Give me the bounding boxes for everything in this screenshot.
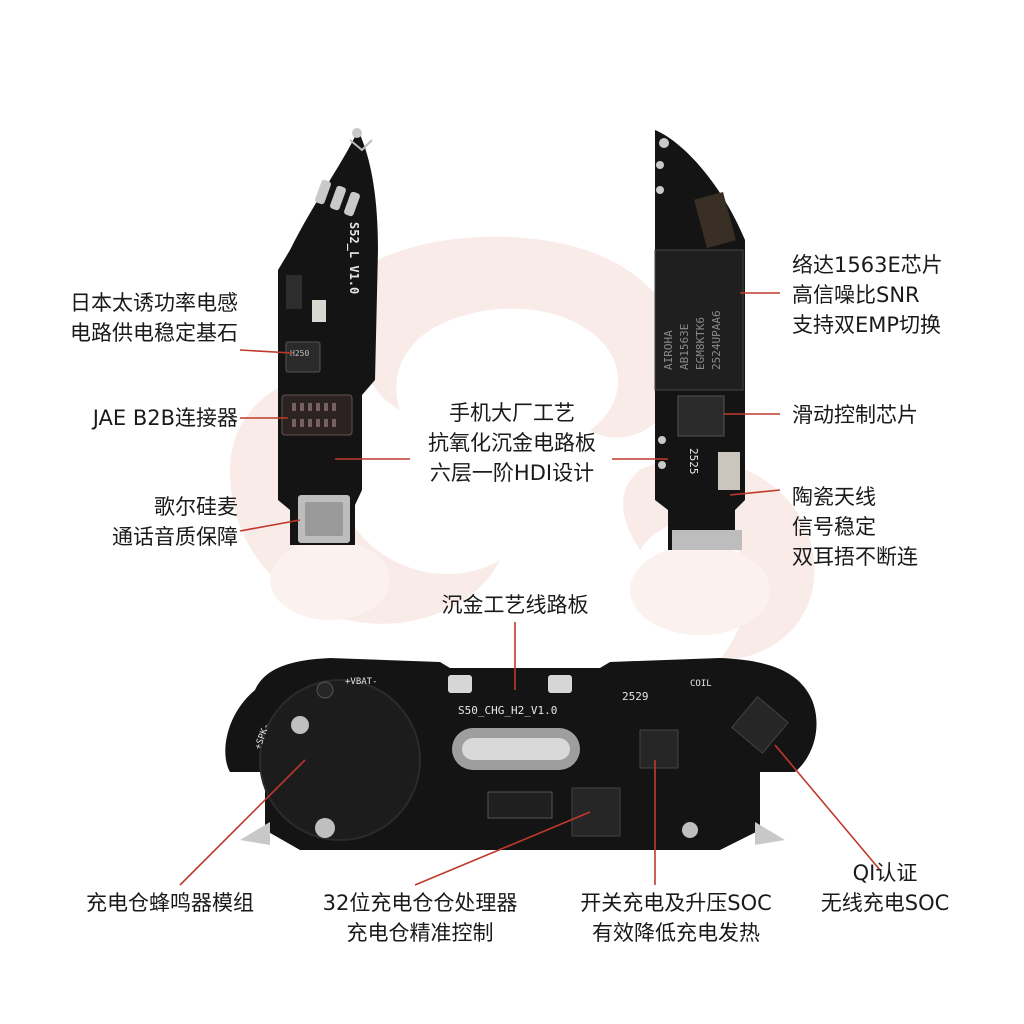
left-earbud-pcb: H250 S52_L V1.0 <box>278 128 378 545</box>
slide-chip-label: 滑动控制芯片 <box>792 403 918 427</box>
coil-silk: COIL <box>690 679 712 689</box>
bottom-board-silk: S50_CHG_H2_V1.0 <box>458 704 557 717</box>
chip-silk-4: 2524UPAA6 <box>710 310 723 370</box>
soc-label: 开关充电及升压SOC 有效降低充电发热 <box>580 891 772 945</box>
right-earbud-pcb: AIROHA AB1563E EGM8KTK6 2524UPAA6 2525 <box>654 130 745 550</box>
charging-case-pcb: S50_CHG_H2_V1.0 +VBAT- +SPK- COIL 2529 <box>225 658 817 850</box>
mic-label: 歌尔硅麦 通话音质保障 <box>112 495 238 549</box>
left-board-silk: S52_L V1.0 <box>346 222 361 294</box>
vbat-silk: +VBAT- <box>345 677 378 687</box>
buzzer-label: 充电仓蜂鸣器模组 <box>86 891 254 915</box>
right-num-silk: 2525 <box>687 448 700 475</box>
process-label: 手机大厂工艺 抗氧化沉金电路板 六层一阶HDI设计 <box>428 401 596 485</box>
inductor-label: 日本太诱功率电感 电路供电稳定基石 <box>70 291 238 345</box>
leader-lines <box>179 292 881 886</box>
bottom-num-silk: 2529 <box>622 690 649 703</box>
mcu-label: 32位充电仓仓处理器 充电仓精准控制 <box>322 891 518 945</box>
gold-board-label: 沉金工艺线路板 <box>441 593 589 617</box>
chip-silk-2: AB1563E <box>678 324 691 370</box>
qi-label: QI认证 无线充电SOC <box>820 861 950 915</box>
chip-label: 络达1563E芯片 高信噪比SNR 支持双EMP切换 <box>792 253 943 337</box>
chip-silk-1: AIROHA <box>662 330 675 370</box>
antenna-label: 陶瓷天线 信号稳定 双耳捂不断连 <box>792 485 918 569</box>
chip-silk-3: EGM8KTK6 <box>694 317 707 370</box>
inductor-mark: H250 <box>290 349 309 358</box>
b2b-connector-label: JAE B2B连接器 <box>92 406 238 430</box>
